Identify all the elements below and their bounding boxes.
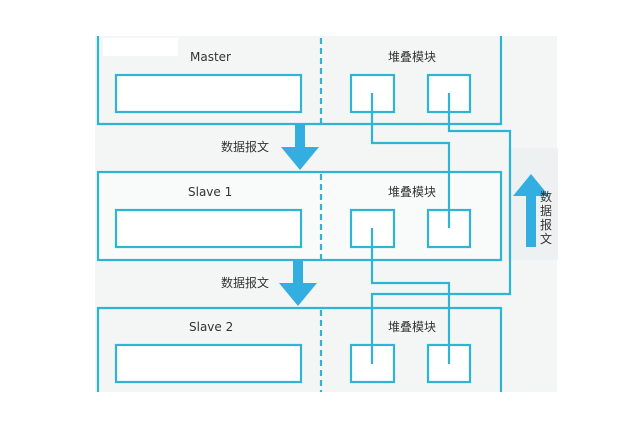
- slave2-stack-label: 堆叠模块: [388, 320, 436, 334]
- slave1-label: Slave 1: [188, 185, 232, 199]
- slave2-data-box: [114, 343, 303, 384]
- master-frame: [96, 36, 503, 126]
- cable-slave1-to-slave2: [370, 228, 451, 364]
- arrow-up: [513, 174, 549, 247]
- arrow-up-label-1: 数: [540, 189, 552, 204]
- slave2-frame: [96, 306, 503, 392]
- arrow-up-label-2: 据: [540, 204, 552, 218]
- stack-cables: [370, 93, 512, 364]
- arrow-up-label-4: 文: [540, 231, 552, 246]
- arrow-down-2-label: 数据报文: [221, 275, 269, 290]
- cable-master-to-slave1: [370, 93, 451, 228]
- master-data-box: [114, 73, 303, 114]
- arrow-up-label-3: 报: [540, 217, 552, 232]
- arrow-down-1: [281, 125, 319, 170]
- arrow-down-1-label: 数据报文: [221, 139, 269, 154]
- slave1-stack-port-right: [426, 208, 472, 249]
- slave1-unit: [96, 170, 503, 262]
- master-stack-label: 堆叠模块: [388, 50, 436, 64]
- arrow-down-2: [279, 261, 317, 306]
- slave2-label: Slave 2: [189, 320, 233, 334]
- cable-ring-return: [370, 93, 512, 364]
- master-label: Master: [190, 50, 231, 64]
- master-title-mask: [103, 38, 178, 56]
- slave1-stack-label: 堆叠模块: [388, 185, 436, 199]
- slave1-data-box: [114, 208, 303, 249]
